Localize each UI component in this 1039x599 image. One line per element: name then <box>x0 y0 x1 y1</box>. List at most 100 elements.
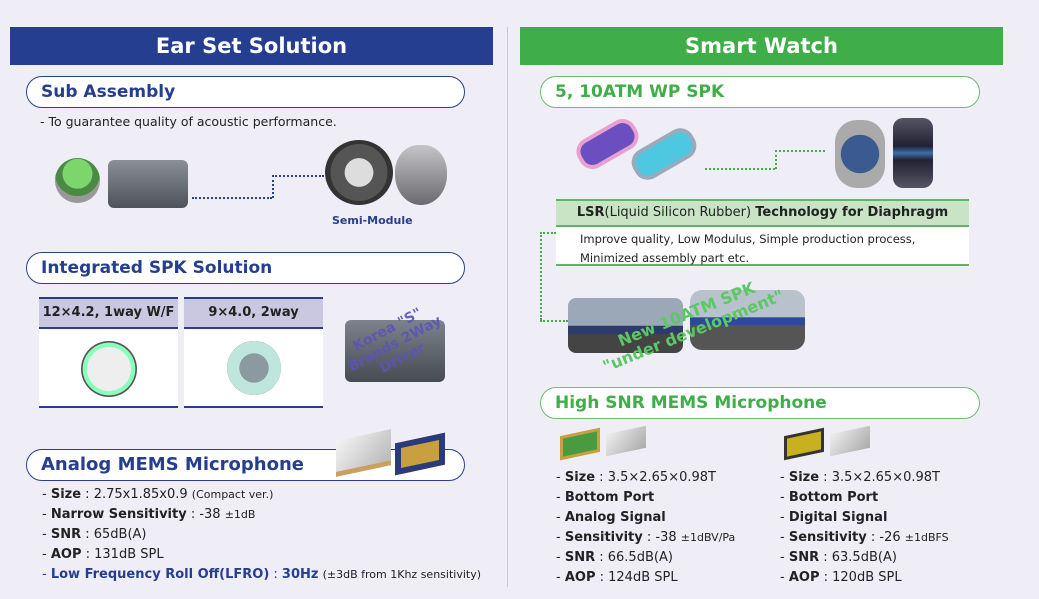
spk-card-9x4-0: 9×4.0, 2way <box>184 297 323 408</box>
round-watch-image <box>835 120 885 188</box>
connector-line <box>272 175 324 177</box>
square-watch-image <box>893 118 933 188</box>
text: Sensitivity <box>788 530 867 545</box>
ear-set-header: Ear Set Solution <box>10 27 493 65</box>
connector-line <box>540 232 542 320</box>
analog-mems-title: Analog MEMS Microphone <box>26 449 465 481</box>
spec-lfro: - Low Frequency Roll Off(LFRO) : 30Hz (±… <box>42 567 481 582</box>
analog-mic-top-image <box>606 425 646 457</box>
text: 3.5×2.65×0.98T <box>831 470 940 485</box>
text: Analog Signal <box>564 510 666 525</box>
text: Size <box>788 470 820 485</box>
text: 63.5dB(A) <box>831 550 897 565</box>
text: Bottom Port <box>564 490 655 505</box>
connector-line <box>705 168 775 170</box>
text: 131dB SPL <box>94 547 164 562</box>
spec-size: - Size : 2.75x1.85x0.9 (Compact ver.) <box>42 487 274 502</box>
lsr-line: Minimized assembly part etc. <box>580 251 750 265</box>
spk-card-12x4-2: 12×4.2, 1way W/F <box>39 297 178 408</box>
spec-item: - Sensitivity : -26 ±1dBFS <box>780 530 949 545</box>
spec-aop: - AOP : 131dB SPL <box>42 547 164 562</box>
connector-line <box>775 150 777 169</box>
text: LSR <box>576 205 605 220</box>
lsr-line: Improve quality, Low Modulus, Simple pro… <box>580 232 916 246</box>
spec-sensitivity: - Narrow Sensitivity : -38 ±1dB <box>42 507 256 522</box>
connector-line <box>540 320 568 322</box>
spec-item: - Digital Signal <box>780 510 888 525</box>
connector-line <box>540 232 556 234</box>
text: Technology for Diaphragm <box>755 205 949 220</box>
text: 66.5dB(A) <box>607 550 673 565</box>
text: Size <box>564 470 596 485</box>
text: ±1dB <box>224 508 256 521</box>
text: AOP <box>50 547 82 562</box>
connector-line <box>192 197 272 199</box>
sub-assembly-desc: - To guarantee quality of acoustic perfo… <box>40 114 337 129</box>
text: SNR <box>50 527 82 542</box>
text: SNR <box>564 550 596 565</box>
spec-item: - AOP : 120dB SPL <box>780 570 902 585</box>
text: AOP <box>788 570 820 585</box>
2way-driver-image <box>345 320 445 382</box>
spec-item: - Size : 3.5×2.65×0.98T <box>780 470 940 485</box>
digital-mic-bottom-image <box>784 427 824 461</box>
spec-item: - Bottom Port <box>780 490 879 505</box>
text: Low Frequency Roll Off(LFRO) <box>50 567 270 582</box>
integrated-spk-title: Integrated SPK Solution <box>26 252 465 284</box>
text: 3.5×2.65×0.98T <box>607 470 716 485</box>
text: (Compact ver.) <box>191 488 274 501</box>
text: -38 <box>655 530 677 545</box>
text: ±1dBV/Pa <box>680 531 736 544</box>
high-snr-mems-title: High SNR MEMS Microphone <box>540 387 980 419</box>
lsr-box: LSR(Liquid Silicon Rubber) Technology fo… <box>556 199 969 266</box>
text: Narrow Sensitivity <box>50 507 187 522</box>
analog-mic-bottom-image <box>560 427 600 461</box>
speaker-2way-image <box>226 341 281 395</box>
text: 65dB(A) <box>93 527 147 542</box>
smart-watch-header: Smart Watch <box>520 27 1003 65</box>
spk-card-label: 9×4.0, 2way <box>184 299 323 329</box>
spec-item: - Sensitivity : -38 ±1dBV/Pa <box>556 530 736 545</box>
text: AOP <box>564 570 596 585</box>
spec-snr: - SNR : 65dB(A) <box>42 527 147 542</box>
text: 2.75x1.85x0.9 <box>93 487 188 502</box>
column-divider <box>507 27 508 587</box>
text: Sensitivity <box>564 530 643 545</box>
text: Bottom Port <box>788 490 879 505</box>
spec-item: - SNR : 66.5dB(A) <box>556 550 673 565</box>
connector-line <box>775 150 825 152</box>
spec-item: - Size : 3.5×2.65×0.98T <box>556 470 716 485</box>
sub-assembly-title: Sub Assembly <box>26 76 465 108</box>
text: -38 <box>199 507 221 522</box>
new-spk-image-1 <box>568 298 683 353</box>
text: SNR <box>788 550 820 565</box>
new-spk-image-2 <box>690 290 805 350</box>
digital-mic-specs: - Size : 3.5×2.65×0.98T - Bottom Port - … <box>780 468 949 588</box>
spec-item: - AOP : 124dB SPL <box>556 570 678 585</box>
analog-mems-specs: - Size : 2.75x1.85x0.9 (Compact ver.) - … <box>42 485 481 585</box>
earbud-shell-image <box>395 145 447 205</box>
speaker-1way-image <box>80 341 137 397</box>
text: (±3dB from 1Khz sensitivity) <box>322 568 481 581</box>
text: 30Hz <box>281 567 319 582</box>
semi-module-label: Semi-Module <box>332 214 413 227</box>
lsr-heading: LSR(Liquid Silicon Rubber) Technology fo… <box>556 201 969 227</box>
text: -26 <box>879 530 901 545</box>
spk-card-label: 12×4.2, 1way W/F <box>39 299 178 329</box>
spec-item: - Analog Signal <box>556 510 666 525</box>
sub-assembly-module-image <box>108 160 188 208</box>
text: 124dB SPL <box>608 570 678 585</box>
text: Digital Signal <box>788 510 888 525</box>
connector-line <box>272 175 274 198</box>
green-driver-image <box>55 158 100 203</box>
analog-mic-specs: - Size : 3.5×2.65×0.98T - Bottom Port - … <box>556 468 735 588</box>
text: ±1dBFS <box>904 531 949 544</box>
text: (Liquid Silicon Rubber) <box>604 205 752 220</box>
wp-spk-title: 5, 10ATM WP SPK <box>540 76 980 108</box>
text: 120dB SPL <box>832 570 902 585</box>
earbud-open-image <box>325 140 393 205</box>
spec-item: - SNR : 63.5dB(A) <box>780 550 897 565</box>
spec-item: - Bottom Port <box>556 490 655 505</box>
text: Size <box>50 487 82 502</box>
digital-mic-top-image <box>830 425 870 457</box>
